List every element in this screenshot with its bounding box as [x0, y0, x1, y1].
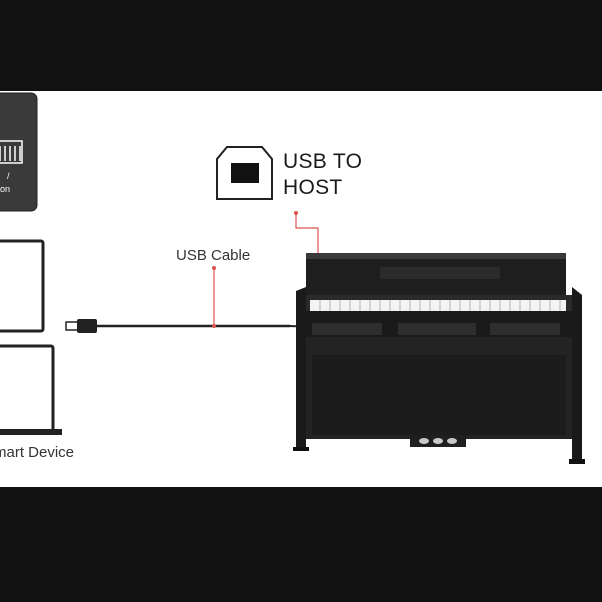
usb-cable-label: USB Cable: [176, 247, 251, 264]
usb-to-host-line2: HOST: [283, 176, 343, 199]
usb-cable: [65, 319, 309, 333]
connection-diagram: [0, 92, 585, 464]
usb-b-port-icon: [216, 146, 273, 200]
monitor-icon: [0, 239, 45, 333]
app-icon-label: on: [0, 184, 11, 194]
app-icon: [0, 92, 38, 212]
laptop-icon: [0, 344, 62, 435]
smart-device-label: mart Device: [0, 444, 75, 461]
diagram-panel: USB TO HOST USB Cable mart Device / on: [0, 91, 602, 487]
usb-cable-callout: [212, 266, 216, 328]
app-icon-slash: /: [7, 171, 10, 181]
digital-piano-image: [293, 253, 585, 464]
usb-to-host-label: USB TO HOST: [283, 149, 362, 201]
usb-to-host-line1: USB TO: [283, 150, 363, 173]
